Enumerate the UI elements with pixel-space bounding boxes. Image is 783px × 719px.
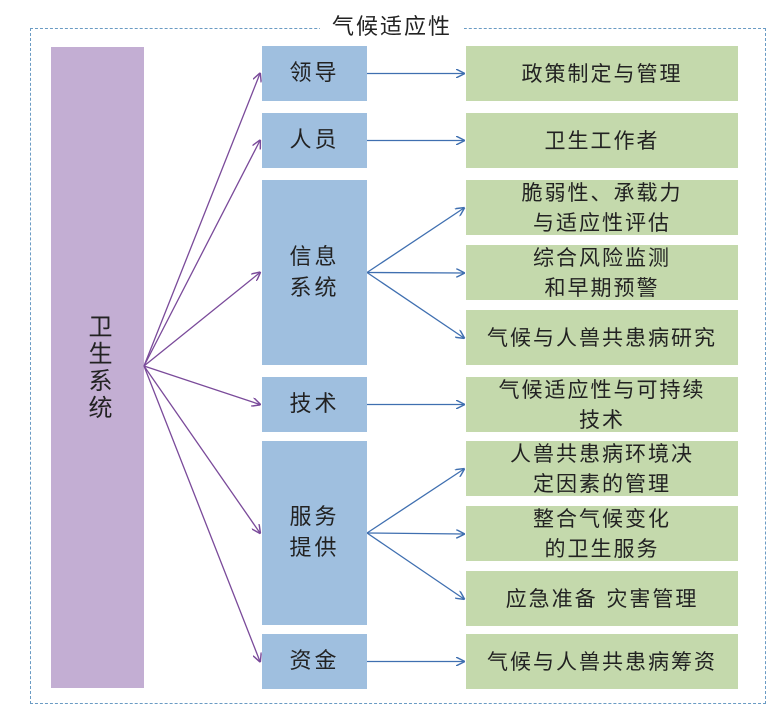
arrow-root-to-service bbox=[143, 365, 260, 533]
item-integrated: 整合气候变化的卫生服务 bbox=[466, 506, 738, 561]
item-label: 应急准备 灾害管理 bbox=[505, 586, 699, 611]
category-service: 服务提供 bbox=[262, 441, 367, 625]
root-node: 卫生系统 bbox=[51, 47, 144, 688]
item-tech: 气候适应性与可持续技术 bbox=[466, 377, 738, 432]
item-vulnerability: 脆弱性、承载力与适应性评估 bbox=[466, 180, 738, 235]
item-label: 整合气候变化的卫生服务 bbox=[533, 506, 671, 561]
item-financing: 气候与人兽共患病筹资 bbox=[466, 634, 738, 689]
category-label: 服务提供 bbox=[289, 505, 340, 561]
item-label: 综合风险监测和早期预警 bbox=[533, 245, 671, 300]
category-label: 人员 bbox=[289, 128, 340, 153]
arrow-root-to-people bbox=[143, 141, 260, 367]
arrow-root-to-funding bbox=[143, 365, 260, 662]
item-label: 卫生工作者 bbox=[544, 128, 660, 153]
category-info: 信息系统 bbox=[262, 180, 367, 365]
arrow-info-to-monitoring bbox=[366, 273, 464, 274]
category-leadership: 领导 bbox=[262, 46, 367, 101]
diagram-title: 气候适应性 bbox=[320, 13, 465, 43]
item-emergency: 应急准备 灾害管理 bbox=[466, 571, 738, 626]
item-label: 气候适应性与可持续技术 bbox=[498, 377, 706, 432]
category-label: 技术 bbox=[289, 392, 340, 417]
item-workers: 卫生工作者 bbox=[466, 113, 738, 168]
item-label: 气候与人兽共患病筹资 bbox=[487, 649, 717, 674]
arrow-root-to-info bbox=[143, 273, 260, 367]
arrow-root-to-technology bbox=[143, 365, 260, 405]
category-technology: 技术 bbox=[262, 377, 367, 432]
arrow-root-to-leadership bbox=[143, 74, 260, 367]
arrow-info-to-vulnerability bbox=[366, 208, 464, 274]
arrow-service-to-emergency bbox=[366, 532, 464, 599]
category-funding: 资金 bbox=[262, 634, 367, 689]
arrow-service-to-integrated bbox=[366, 533, 464, 534]
item-policy: 政策制定与管理 bbox=[466, 46, 738, 101]
item-determinants: 人兽共患病环境决定因素的管理 bbox=[466, 441, 738, 496]
category-label: 领导 bbox=[289, 61, 340, 86]
item-research: 气候与人兽共患病研究 bbox=[466, 310, 738, 365]
category-label: 资金 bbox=[289, 649, 340, 674]
arrow-service-to-determinants bbox=[366, 469, 464, 534]
item-label: 气候与人兽共患病研究 bbox=[487, 325, 717, 350]
item-label: 脆弱性、承载力与适应性评估 bbox=[521, 180, 683, 235]
category-label: 信息系统 bbox=[289, 244, 340, 301]
root-label: 卫生系统 bbox=[84, 313, 112, 422]
category-people: 人员 bbox=[262, 113, 367, 168]
arrow-info-to-research bbox=[366, 271, 464, 339]
item-monitoring: 综合风险监测和早期预警 bbox=[466, 245, 738, 300]
item-label: 政策制定与管理 bbox=[521, 61, 683, 86]
item-label: 人兽共患病环境决定因素的管理 bbox=[510, 441, 694, 496]
